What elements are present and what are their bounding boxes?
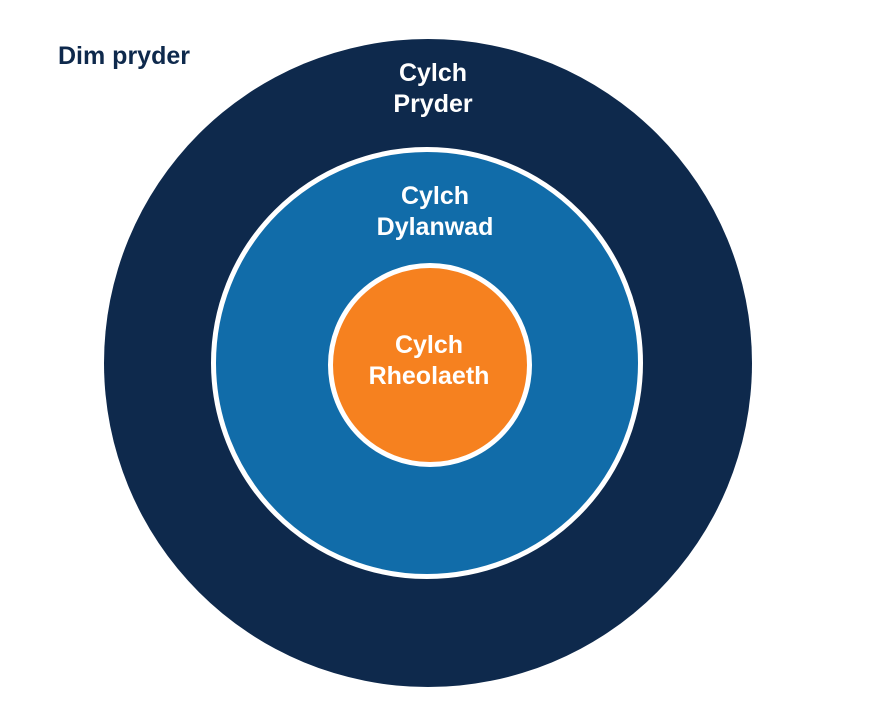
concern-label-line1: Cylch: [398, 59, 468, 87]
control-label-line1: Cylch: [394, 331, 464, 359]
circle-of-control: [328, 263, 532, 467]
influence-label-line1: Cylch: [400, 182, 470, 210]
circle-of-influence-label: Cylch Dylanwad: [377, 181, 494, 243]
influence-label-line2: Dylanwad: [376, 213, 494, 241]
no-concern-label: Dim pryder: [58, 42, 190, 70]
circle-of-control-label: Cylch Rheolaeth: [369, 330, 490, 392]
circle-of-concern-label: Cylch Pryder: [393, 58, 472, 120]
control-label-line2: Rheolaeth: [368, 362, 490, 390]
concern-label-line2: Pryder: [393, 90, 473, 118]
